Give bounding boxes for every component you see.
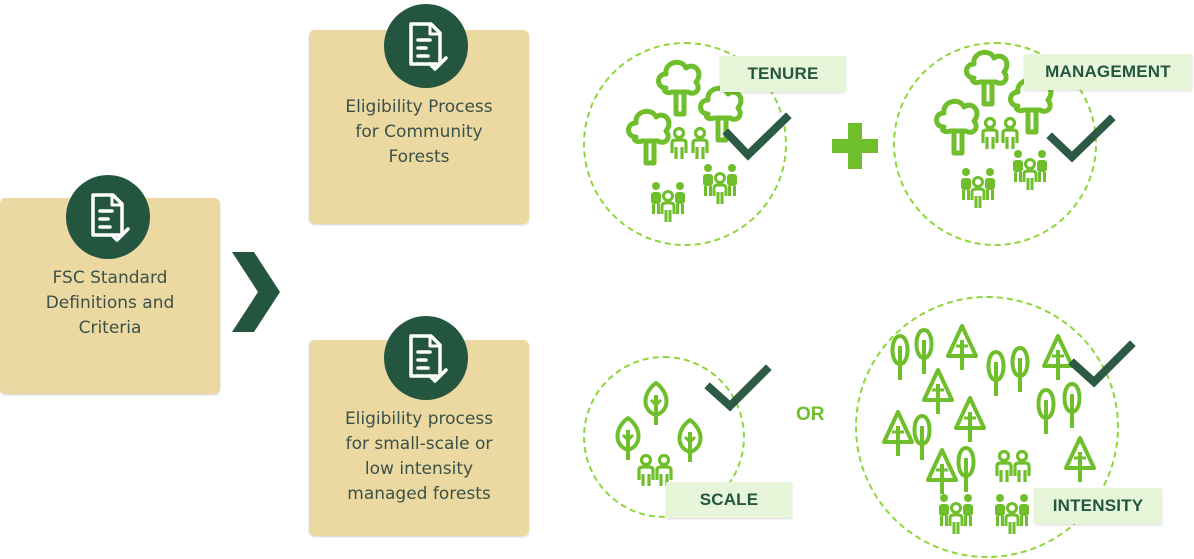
chevron-right-icon: [232, 252, 280, 332]
tenure-label: TENURE: [720, 56, 846, 92]
management-circle: [893, 42, 1097, 246]
small-scale-line: low intensity: [364, 459, 474, 479]
community-forests-text: Eligibility Process for Community Forest…: [309, 95, 529, 170]
or-label: OR: [796, 404, 825, 425]
document-check-icon: [384, 316, 468, 400]
document-check-icon: [66, 175, 150, 259]
community-forests-card: Eligibility Process for Community Forest…: [309, 30, 529, 224]
intensity-label: INTENSITY: [1034, 488, 1162, 524]
small-scale-line: for small-scale or: [345, 434, 493, 454]
scale-check-icon: [704, 364, 772, 412]
scale-illustration: [615, 381, 703, 488]
small-scale-line: Eligibility process: [344, 409, 494, 429]
fsc-standard-text: FSC Standard Definitions and Criteria: [0, 266, 220, 341]
fsc-standard-line: FSC Standard: [52, 268, 168, 288]
intensity-circle: [855, 296, 1119, 558]
tenure-check-icon: [722, 112, 792, 161]
scale-label: SCALE: [666, 482, 792, 518]
management-label: MANAGEMENT: [1024, 54, 1192, 90]
small-scale-text: Eligibility process for small-scale or l…: [309, 407, 529, 507]
intensity-check-icon: [1068, 340, 1136, 388]
management-check-icon: [1046, 114, 1116, 163]
plus-icon: [832, 123, 878, 169]
community-line: Eligibility Process: [345, 97, 493, 117]
fsc-standard-line: Criteria: [78, 318, 142, 338]
small-scale-line: managed forests: [347, 484, 491, 504]
fsc-standard-line: Definitions and: [45, 293, 175, 313]
community-line: for Community: [355, 122, 483, 142]
community-line: Forests: [388, 147, 450, 167]
scale-circle: [583, 356, 745, 518]
tenure-circle: [583, 42, 787, 246]
document-check-icon: [384, 4, 468, 88]
